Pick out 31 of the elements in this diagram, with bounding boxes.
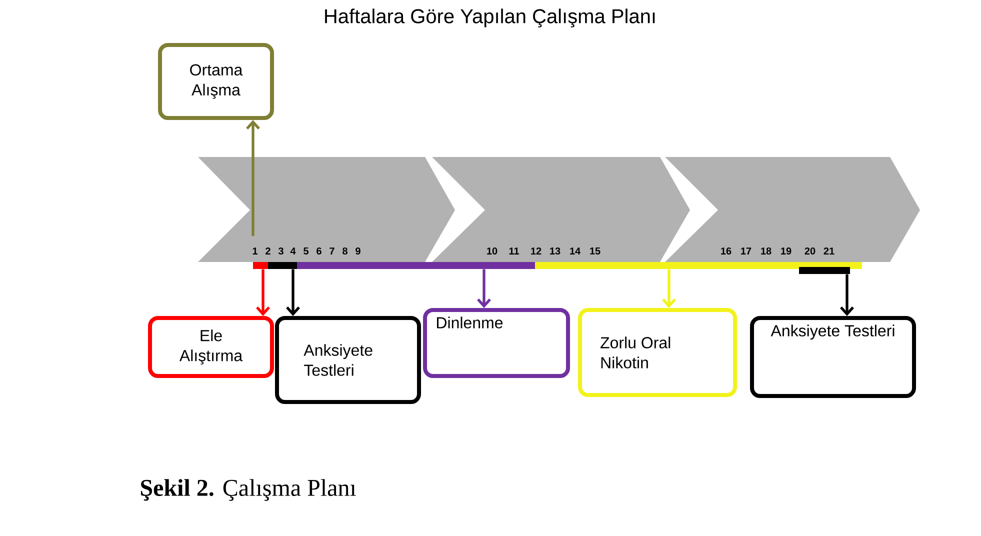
timeline-bar	[799, 267, 850, 274]
process-box: Ele Alıştırma	[148, 316, 274, 378]
week-number: 2	[266, 248, 270, 254]
process-box: Zorlu Oral Nikotin	[578, 308, 737, 397]
week-number: 13	[550, 247, 560, 255]
week-number: 21	[824, 248, 834, 254]
arrow	[662, 269, 676, 308]
process-box: Dinlenme	[423, 308, 570, 378]
week-number: 11	[509, 248, 520, 254]
timeline-bar	[268, 262, 297, 269]
week-number: 5	[304, 248, 309, 254]
week-number: 3	[278, 247, 284, 255]
process-box: Anksiyete Testleri	[750, 316, 916, 398]
process-box: Anksiyete Testleri	[275, 316, 421, 404]
timeline-bar	[535, 262, 862, 269]
week-number: 4	[290, 248, 296, 254]
arrow	[256, 269, 270, 316]
arrow	[246, 120, 260, 236]
week-number: 20	[804, 247, 816, 255]
arrow	[477, 269, 491, 308]
arrow	[286, 269, 300, 316]
timeline-bar	[253, 262, 268, 269]
week-number: 12	[531, 248, 542, 254]
week-number: 19	[781, 247, 792, 255]
process-box: Ortama Alışma	[158, 43, 274, 120]
week-number: 1	[252, 248, 258, 254]
arrow	[840, 274, 854, 316]
week-number: 6	[316, 247, 322, 255]
timeline-bar	[297, 262, 535, 269]
caption: Şekil 2. Çalışma Planı	[141, 479, 356, 501]
title: Haftalara Göre Yapılan Çalışma Planı	[325, 8, 655, 28]
